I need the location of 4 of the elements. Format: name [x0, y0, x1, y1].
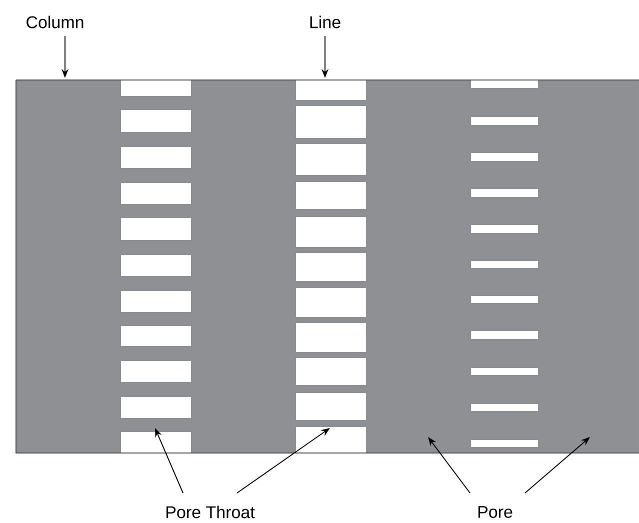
label: Pore	[478, 506, 512, 518]
label: Line	[310, 16, 340, 28]
label: Pore Throat	[166, 506, 255, 518]
label: Column	[26, 16, 84, 28]
